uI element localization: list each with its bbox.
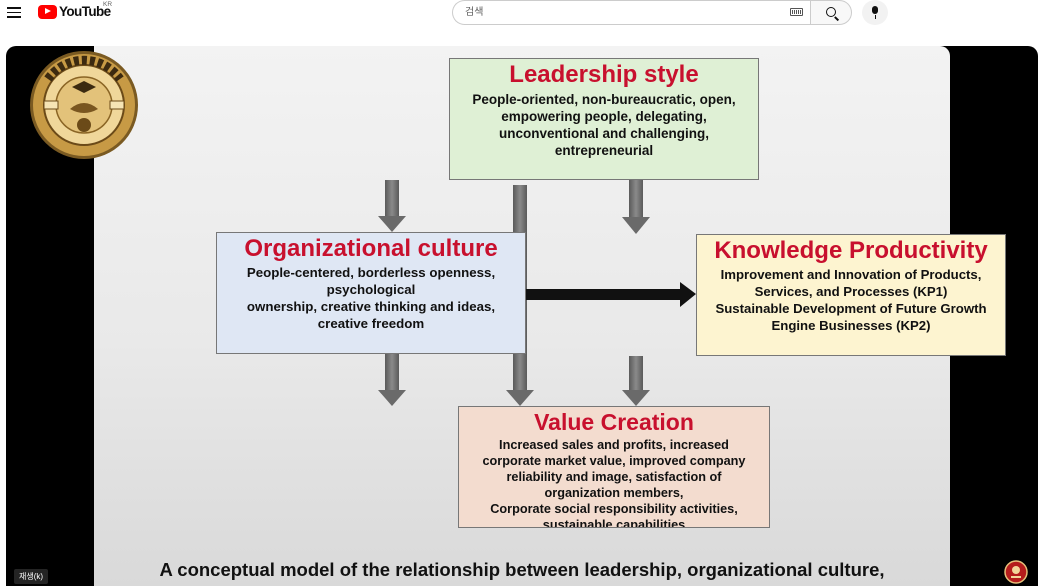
slide: Leadership style People-oriented, non-bu… (94, 46, 1006, 586)
youtube-logo[interactable]: YouTube (38, 4, 111, 19)
masthead: YouTube KR (0, 0, 1040, 44)
arrow-leadership-to-culture (378, 180, 406, 232)
youtube-logo-icon (38, 4, 57, 19)
culture-title: Organizational culture (244, 235, 498, 262)
youtube-wordmark: YouTube (59, 4, 111, 19)
leadership-title: Leadership style (509, 61, 699, 88)
arrow-culture-to-value (378, 354, 406, 406)
value-description: Increased sales and profits, increased c… (482, 438, 746, 528)
search-input[interactable] (465, 4, 765, 20)
knowledge-title: Knowledge Productivity (714, 237, 988, 264)
search-box (452, 0, 810, 25)
knowledge-productivity-box: Knowledge Productivity Improvement and I… (696, 234, 1006, 356)
slide-caption: A conceptual model of the relationship b… (159, 559, 885, 580)
culture-description: People-centered, borderless openness, ps… (246, 265, 496, 332)
arrow-leadership-to-knowledge (622, 180, 650, 234)
video-player[interactable]: Leadership style People-oriented, non-bu… (6, 46, 1038, 586)
voice-search-button[interactable] (862, 0, 888, 25)
search-icon (826, 7, 836, 17)
microphone-icon (872, 6, 878, 14)
leadership-style-box: Leadership style People-oriented, non-bu… (449, 58, 759, 180)
keyboard-icon[interactable] (790, 8, 803, 16)
knowledge-description: Improvement and Innovation of Products, … (715, 267, 987, 334)
arrow-culture-to-knowledge (526, 282, 696, 307)
organizational-culture-box: Organizational culture People-centered, … (216, 232, 526, 354)
search-button[interactable] (810, 0, 852, 25)
arrow-knowledge-to-value (622, 356, 650, 406)
channel-watermark-icon[interactable] (1002, 560, 1030, 584)
country-code: KR (103, 1, 113, 8)
channel-seal-logo (30, 51, 138, 159)
value-creation-box: Value Creation Increased sales and profi… (458, 406, 770, 528)
leadership-description: People-oriented, non-bureaucratic, open,… (472, 92, 736, 159)
menu-icon[interactable] (7, 7, 21, 19)
play-tooltip: 재생(k) (14, 569, 49, 584)
value-title: Value Creation (534, 409, 694, 435)
